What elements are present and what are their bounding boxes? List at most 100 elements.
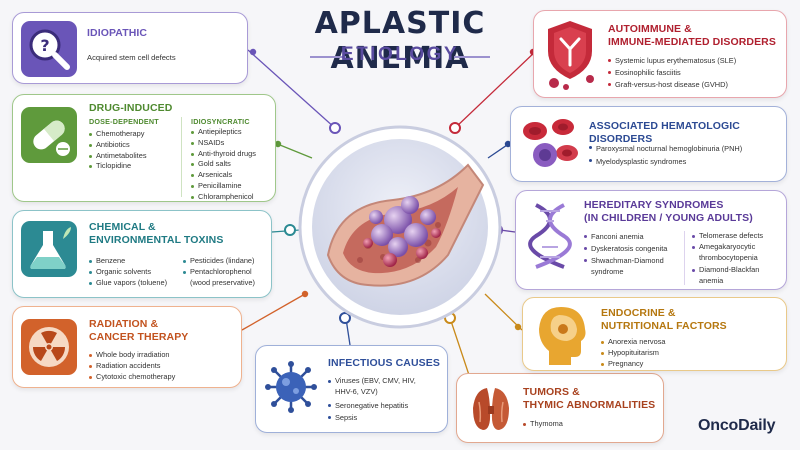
infectious-list-2: Seronegative hepatitis Sepsis xyxy=(328,400,408,424)
dose-dependent-list: Chemotherapy Antibiotics Antimetabolites… xyxy=(89,129,147,172)
infectious-item-cont: HHV-6, VZV) xyxy=(335,387,378,396)
radiation-icon xyxy=(21,319,77,375)
card-chemical-title-2: ENVIRONMENTAL TOXINS xyxy=(89,234,224,246)
head-gland-icon xyxy=(531,303,593,367)
pill-capsule-icon xyxy=(21,107,77,163)
hereditary-right-cont-1: thrombocytopenia xyxy=(699,253,758,262)
card-chemical-title-1: CHEMICAL & xyxy=(89,221,156,233)
card-drug-title: DRUG-INDUCED xyxy=(89,102,173,114)
card-endocrine: ENDOCRINE & NUTRITIONAL FACTORS Anorexia… xyxy=(522,297,787,371)
blood-cells-icon xyxy=(519,113,581,177)
column-divider xyxy=(684,231,685,285)
hereditary-right-list-2: Diamond-Blackfan xyxy=(692,265,759,276)
list-item: Ticlopidine xyxy=(89,161,147,172)
list-item: Pesticides (lindane) xyxy=(183,256,255,267)
list-item: Shwachman-Diamond xyxy=(584,255,667,267)
hereditary-right-list: Telomerase defects Amegakaryocytic xyxy=(692,231,763,253)
hereditary-left-list: Fanconi anemia Dyskeratosis congenita Sh… xyxy=(584,231,667,267)
card-hereditary: HEREDITARY SYNDROMES (IN CHILDREN / YOUN… xyxy=(515,190,787,290)
card-hematologic-title: ASSOCIATED HEMATOLOGIC DISORDERS xyxy=(589,120,740,145)
radiation-list: Whole body irradiation Radiation acciden… xyxy=(89,350,175,382)
list-item: Hypopituitarism xyxy=(601,348,666,359)
list-item: Antiepileptics xyxy=(191,127,256,138)
list-item: Pentachlorophenol xyxy=(183,267,255,278)
question-magnifier-icon: ? xyxy=(21,21,77,77)
page-title: APLASTIC ANEMIA xyxy=(314,6,486,76)
list-item: Chemotherapy xyxy=(89,129,147,140)
card-drug-induced: DRUG-INDUCED DOSE-DEPENDENT Chemotherapy… xyxy=(12,94,276,202)
card-tumors-title-2: THYMIC ABNORMALITIES xyxy=(523,399,656,411)
card-autoimmune-title-2: IMMUNE-MEDIATED DISORDERS xyxy=(608,36,776,48)
idiosyncratic-label: IDIOSYNCRATIC xyxy=(191,117,250,126)
card-tumors-title-1: TUMORS & xyxy=(523,386,580,398)
list-item: Anorexia nervosa xyxy=(601,337,666,348)
list-item: Myelodysplastic syndromes xyxy=(589,155,742,168)
list-item: Eosinophilic fasciitis xyxy=(608,67,736,79)
list-item: Pregnancy xyxy=(601,359,666,370)
virus-icon xyxy=(262,358,320,416)
card-autoimmune-title-1: AUTOIMMUNE & xyxy=(608,23,692,35)
list-item: Viruses (EBV, CMV, HIV, xyxy=(328,376,416,387)
card-radiation-title-2: CANCER THERAPY xyxy=(89,331,189,343)
endocrine-list: Anorexia nervosa Hypopituitarism Pregnan… xyxy=(601,337,666,369)
hereditary-left-cont: syndrome xyxy=(591,267,624,276)
card-radiation-title-1: RADIATION & xyxy=(89,318,159,330)
card-hereditary-title-1: HEREDITARY SYNDROMES xyxy=(584,199,724,211)
list-item: Paroxysmal nocturnal hemoglobinuria (PNH… xyxy=(589,142,742,155)
card-chemical: CHEMICAL & ENVIRONMENTAL TOXINS Benzene … xyxy=(12,210,272,298)
list-item: Fanconi anemia xyxy=(584,231,667,243)
brand-logo: OncoDaily xyxy=(698,417,776,434)
dna-icon xyxy=(524,201,576,271)
list-item: Amegakaryocytic xyxy=(692,242,763,253)
hereditary-right-cont-2: anemia xyxy=(699,276,724,285)
infectious-list: Viruses (EBV, CMV, HIV, xyxy=(328,376,416,387)
list-item: Cytotoxic chemotherapy xyxy=(89,372,175,383)
list-item: Seronegative hepatitis xyxy=(328,400,408,412)
list-item: Antimetabolites xyxy=(89,151,147,162)
subtitle-rule-left xyxy=(310,56,346,58)
card-idiopathic-title: IDIOPATHIC xyxy=(87,27,148,39)
list-item: Gold salts xyxy=(191,159,256,170)
card-radiation: RADIATION & CANCER THERAPY Whole body ir… xyxy=(12,306,242,388)
antibody-shield-icon xyxy=(540,17,600,93)
chemical-note: (wood preservative) xyxy=(190,278,255,287)
card-tumors: TUMORS & THYMIC ABNORMALITIES Thymoma xyxy=(456,373,664,443)
list-item: Radiation accidents xyxy=(89,361,175,372)
svg-text:?: ? xyxy=(40,36,49,55)
list-item: Organic solvents xyxy=(89,267,167,278)
list-item: Sepsis xyxy=(328,412,408,424)
list-item: Anti-thyroid drugs xyxy=(191,149,256,160)
list-item: Benzene xyxy=(89,256,167,267)
subtitle-rule-right xyxy=(454,56,490,58)
chemical-left-list: Benzene Organic solvents Glue vapors (to… xyxy=(89,256,167,288)
page-subtitle: ETIOLOGY xyxy=(340,44,460,65)
card-hereditary-title-2: (IN CHILDREN / YOUNG ADULTS) xyxy=(584,212,753,224)
idiosyncratic-list: Antiepileptics NSAIDs Anti-thyroid drugs… xyxy=(191,127,256,203)
list-item: Graft-versus-host disease (GVHD) xyxy=(608,79,736,91)
list-item: Glue vapors (toluene) xyxy=(89,278,167,289)
flask-icon xyxy=(21,221,77,277)
card-idiopathic: ? IDIOPATHIC Acquired stem cell defects xyxy=(12,12,248,84)
card-infectious: INFECTIOUS CAUSES Viruses (EBV, CMV, HIV… xyxy=(255,345,448,433)
hematologic-list: Paroxysmal nocturnal hemoglobinuria (PNH… xyxy=(589,142,742,168)
card-idiopathic-text: Acquired stem cell defects xyxy=(87,53,176,62)
list-item: Thymoma xyxy=(523,419,563,430)
autoimmune-list: Systemic lupus erythematosus (SLE) Eosin… xyxy=(608,55,736,91)
column-divider xyxy=(181,117,182,197)
chemical-right-list: Pesticides (lindane) Pentachlorophenol xyxy=(183,256,255,278)
card-autoimmune: AUTOIMMUNE & IMMUNE-MEDIATED DISORDERS S… xyxy=(533,10,787,98)
list-item: Penicillamine xyxy=(191,181,256,192)
list-item: NSAIDs xyxy=(191,138,256,149)
list-item: Telomerase defects xyxy=(692,231,763,242)
card-infectious-title: INFECTIOUS CAUSES xyxy=(328,357,440,369)
thyroid-icon xyxy=(465,382,517,436)
dose-dependent-label: DOSE-DEPENDENT xyxy=(89,117,159,126)
list-item: Systemic lupus erythematosus (SLE) xyxy=(608,55,736,67)
list-item: Chloramphenicol xyxy=(191,192,256,203)
card-hematologic: ASSOCIATED HEMATOLOGIC DISORDERS Paroxys… xyxy=(510,106,787,182)
card-endocrine-title-2: NUTRITIONAL FACTORS xyxy=(601,320,727,332)
list-item: Arsenicals xyxy=(191,170,256,181)
tumors-list: Thymoma xyxy=(523,419,563,430)
card-endocrine-title-1: ENDOCRINE & xyxy=(601,307,676,319)
